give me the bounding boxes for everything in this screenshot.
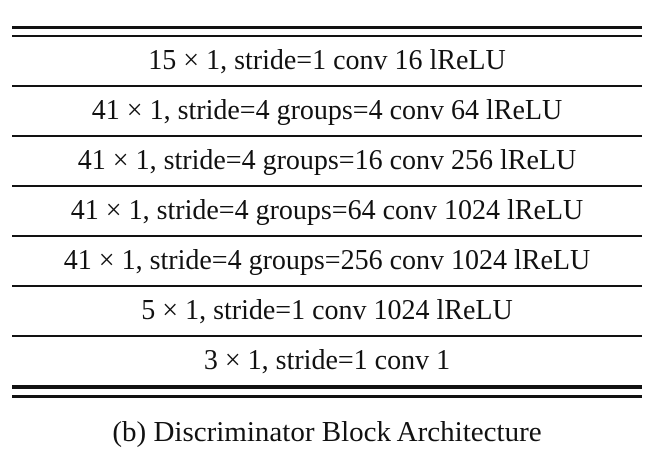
table-row: 41 × 1, stride=4 groups=16 conv 256 lReL… bbox=[12, 137, 642, 187]
table-row: 3 × 1, stride=1 conv 1 bbox=[12, 337, 642, 387]
table-caption: (b) Discriminator Block Architecture bbox=[112, 416, 542, 448]
table-row: 41 × 1, stride=4 groups=64 conv 1024 lRe… bbox=[12, 187, 642, 237]
table-row: 41 × 1, stride=4 groups=4 conv 64 lReLU bbox=[12, 87, 642, 137]
table-top-double-rule bbox=[12, 26, 642, 37]
table-row: 5 × 1, stride=1 conv 1024 lReLU bbox=[12, 287, 642, 337]
table-bottom-double-rule bbox=[12, 387, 642, 398]
discriminator-architecture-table: 15 × 1, stride=1 conv 16 lReLU 41 × 1, s… bbox=[12, 26, 642, 450]
table-row: 41 × 1, stride=4 groups=256 conv 1024 lR… bbox=[12, 237, 642, 287]
table-row: 15 × 1, stride=1 conv 16 lReLU bbox=[12, 37, 642, 87]
